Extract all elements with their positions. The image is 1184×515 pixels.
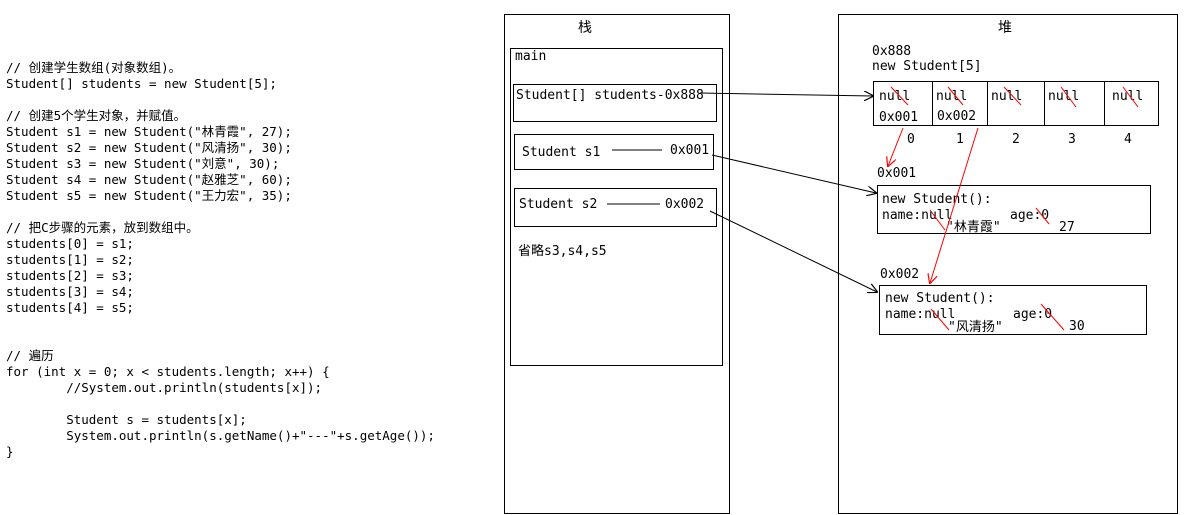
strike-mark	[1035, 207, 1050, 225]
arrow-students-to-array	[699, 93, 873, 96]
arrow-cell1-to-obj2	[930, 127, 979, 283]
stack-var-s2-addr: 0x002	[665, 197, 705, 212]
main-frame	[510, 48, 723, 366]
heap-array-label: new Student[5]	[872, 59, 982, 74]
heap-obj1-name-label: name:null	[882, 208, 953, 223]
heap-obj2-age-value: 30	[1069, 319, 1085, 334]
array-index: 3	[1068, 132, 1076, 147]
array-cell-value: null	[1112, 89, 1144, 104]
code-line-s4: Student s4 = new Student("赵雅芝", 60);	[6, 172, 292, 187]
code-close-brace: }	[6, 444, 14, 459]
strike-mark	[930, 308, 950, 331]
array-cell-divider	[987, 81, 988, 126]
strike-mark	[1040, 303, 1065, 331]
strike-marks	[890, 86, 1139, 331]
code-for: for (int x = 0; x < students.length; x++…	[6, 364, 330, 379]
array-cell-ref: 0x002	[937, 109, 977, 124]
code-line-s2: Student s2 = new Student("风清扬", 30);	[6, 140, 292, 155]
code-assign-4: students[4] = s5;	[6, 300, 134, 315]
code-get-student: Student s = students[x];	[6, 412, 247, 427]
heap-obj2-name-value: "风清扬"	[948, 320, 1003, 335]
heap-obj2-name-label: name:null	[885, 307, 956, 322]
code-declare-array: Student[] students = new Student[5];	[6, 76, 277, 91]
heap-object-2	[879, 285, 1147, 335]
heap-obj2-age-label: age:0	[1013, 307, 1053, 322]
code-println-commented: //System.out.println(students[x]);	[6, 380, 323, 395]
heap-object-1	[877, 185, 1151, 234]
stack-var-s2-label: Student s2	[519, 197, 598, 212]
stack-var-s1-label: Student s1	[522, 145, 601, 160]
array-index: 4	[1124, 132, 1132, 147]
array-cell-divider	[1044, 81, 1045, 126]
stack-panel	[504, 14, 730, 514]
code-line-s3: Student s3 = new Student("刘意", 30);	[6, 156, 280, 171]
strike-mark	[947, 86, 964, 106]
code-comment-create-students: // 创建5个学生对象，并赋值。	[6, 108, 187, 123]
stack-var-s1-addr: 0x001	[670, 143, 710, 158]
arrow-cell0-to-obj1	[888, 127, 904, 166]
array-cell-value: null	[991, 89, 1023, 104]
code-assign-1: students[1] = s2;	[6, 252, 134, 267]
strike-mark	[1060, 86, 1077, 108]
code-comment-put: // 把C步骤的元素，放到数组中。	[6, 220, 199, 235]
heap-obj1-name-value: "林青霞"	[946, 220, 1001, 235]
array-cell-ref: 0x001	[879, 110, 919, 125]
strike-mark	[929, 209, 946, 231]
heap-array-addr: 0x888	[872, 44, 912, 59]
code-println: System.out.println(s.getName()+"---"+s.g…	[6, 428, 435, 443]
array-index: 0	[907, 132, 915, 147]
array-cell-value: null	[879, 89, 911, 104]
code-assign-3: students[3] = s4;	[6, 284, 134, 299]
heap-obj2-addr: 0x002	[880, 267, 920, 282]
stack-title: 栈	[578, 20, 592, 36]
stack-var-students	[513, 84, 717, 122]
stack-var-s1	[514, 134, 714, 170]
heap-obj2-header: new Student():	[885, 291, 995, 306]
code-line-s5: Student s5 = new Student("王力宏", 35);	[6, 188, 292, 203]
heap-obj1-age-value: 27	[1059, 220, 1075, 235]
arrow-s1-to-obj1	[711, 154, 876, 193]
heap-title: 堆	[998, 20, 1012, 36]
code-line-s1: Student s1 = new Student("林青霞", 27);	[6, 124, 292, 139]
strike-mark	[1003, 86, 1022, 106]
stack-var-students-label: Student[] students-0x888	[516, 88, 704, 103]
main-frame-label: main	[515, 49, 547, 64]
array-cell-divider	[1104, 81, 1105, 126]
array-index: 2	[1012, 132, 1020, 147]
code-comment-create-array: // 创建学生数组(对象数组)。	[6, 60, 182, 75]
stack-var-s2	[514, 188, 717, 227]
array-cell-divider	[932, 81, 933, 126]
heap-panel	[838, 14, 1178, 514]
arrow-s2-to-obj2	[709, 210, 877, 292]
strike-mark	[890, 86, 909, 106]
stack-omitted-note: 省略s3,s4,s5	[518, 244, 607, 259]
code-comment-loop: // 遍历	[6, 348, 54, 363]
heap-obj1-addr: 0x001	[877, 166, 917, 181]
heap-obj1-header: new Student():	[882, 192, 992, 207]
heap-array	[873, 81, 1159, 126]
code-assign-2: students[2] = s3;	[6, 268, 134, 283]
array-index: 1	[956, 132, 964, 147]
strike-mark	[1122, 86, 1139, 108]
code-assign-0: students[0] = s1;	[6, 236, 134, 251]
